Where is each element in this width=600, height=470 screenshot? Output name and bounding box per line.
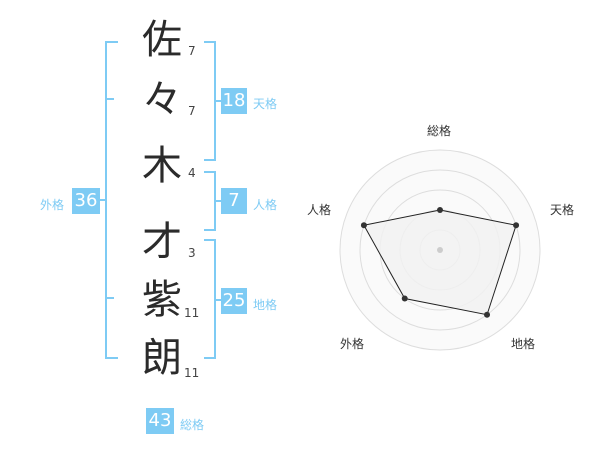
gaikaku-value: 36 <box>72 188 100 214</box>
gaikaku-label: 外格 <box>40 198 65 212</box>
radar-axis-label-soukaku: 総格 <box>427 124 452 138</box>
stroke-count-5: 11 <box>184 306 200 320</box>
name-char-2: 々 <box>142 77 182 123</box>
jinkaku-label: 人格 <box>253 198 278 212</box>
stroke-count-2: 7 <box>188 104 196 118</box>
radar-center-dot <box>437 247 443 253</box>
name-char-3: 木 <box>142 143 182 189</box>
radar-axis-label-chikaku: 地格 <box>511 337 536 351</box>
soukaku-label: 総格 <box>180 418 205 432</box>
radar-axis-label-jinkaku: 人格 <box>307 203 332 217</box>
radar-point-5 <box>360 222 367 229</box>
radar-point-4 <box>401 295 408 302</box>
stroke-count-3: 4 <box>188 166 196 180</box>
name-char-1: 佐 <box>142 17 182 63</box>
soukaku-value: 43 <box>146 408 174 434</box>
radar-point-2 <box>513 222 520 229</box>
tenkaku-label: 天格 <box>253 97 278 111</box>
stroke-count-6: 11 <box>184 366 200 380</box>
radar-value-polygon <box>363 209 517 316</box>
radar-axis-label-gaikaku: 外格 <box>340 337 365 351</box>
chikaku-value: 25 <box>221 288 247 314</box>
radar-point-3 <box>484 311 491 318</box>
jinkaku-value: 7 <box>221 188 247 214</box>
radar-point-1 <box>437 207 443 213</box>
chikaku-label: 地格 <box>253 298 278 312</box>
radar-axis-label-tenkaku: 天格 <box>550 203 575 217</box>
stroke-count-1: 7 <box>188 44 196 58</box>
radar-grid-ring <box>359 169 521 331</box>
tenkaku-value: 18 <box>221 88 247 114</box>
name-char-6: 朗 <box>142 335 182 381</box>
name-char-5: 紫 <box>142 277 182 323</box>
stroke-count-4: 3 <box>188 246 196 260</box>
name-char-4: 才 <box>142 219 182 265</box>
